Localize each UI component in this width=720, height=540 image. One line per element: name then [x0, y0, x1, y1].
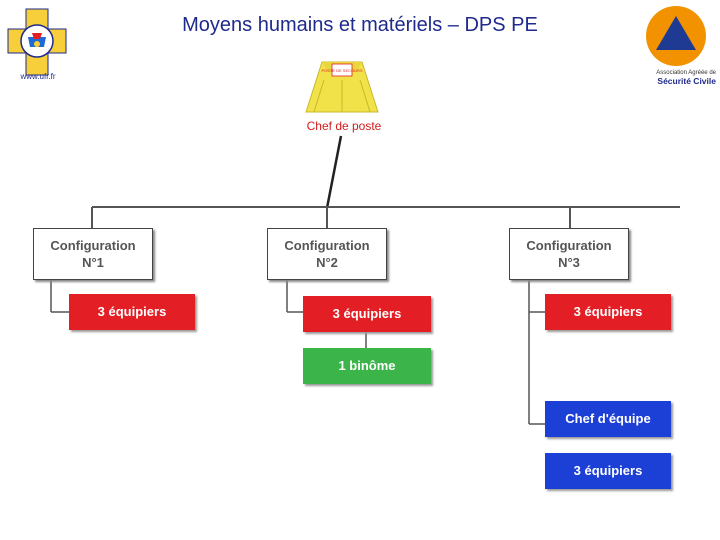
- config-3-chef-equipe-box: Chef d'équipe: [545, 401, 671, 437]
- configuration-2-number: N°2: [268, 254, 386, 271]
- configuration-3-title: Configuration: [526, 238, 611, 253]
- configuration-3-number: N°3: [510, 254, 628, 271]
- config-2-binome-box: 1 binôme: [303, 348, 431, 384]
- configuration-2-box: Configuration N°2: [267, 228, 387, 280]
- config-3-equipiers-blue-box: 3 équipiers: [545, 453, 671, 489]
- config-2-equipiers-box: 3 équipiers: [303, 296, 431, 332]
- config-1-equipiers-box: 3 équipiers: [69, 294, 195, 330]
- config-3-equipiers-box: 3 équipiers: [545, 294, 671, 330]
- configuration-3-box: Configuration N°3: [509, 228, 629, 280]
- configuration-1-box: Configuration N°1: [33, 228, 153, 280]
- configuration-1-number: N°1: [34, 254, 152, 271]
- configuration-1-title: Configuration: [50, 238, 135, 253]
- configuration-2-title: Configuration: [284, 238, 369, 253]
